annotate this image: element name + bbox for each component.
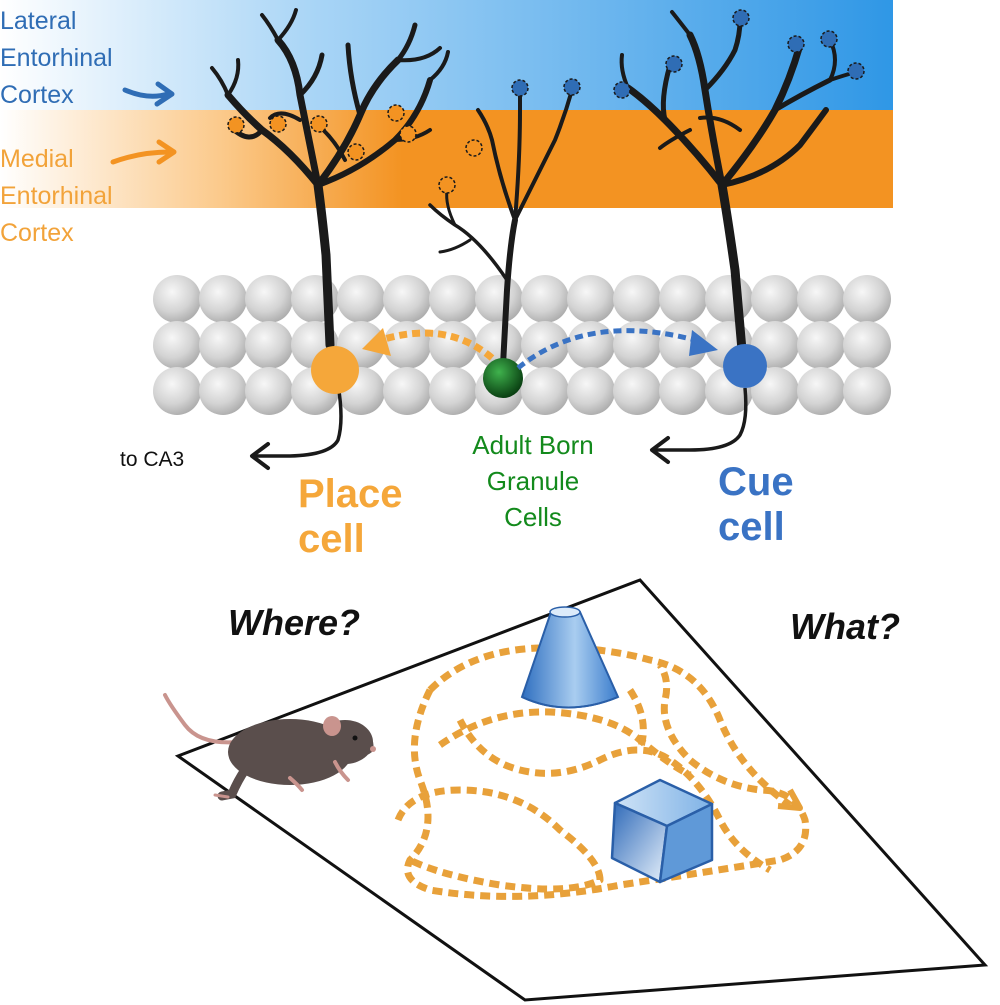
cue-cell-axon (655, 387, 748, 452)
abgc-to-cue-arrow (516, 328, 718, 370)
mouse-icon (163, 693, 376, 801)
what-question: What? (790, 606, 900, 647)
place-cell-dendrites (210, 8, 450, 350)
place-cell-label-line2: cell (298, 517, 365, 561)
abgc-label: Adult Born Granule Cells (445, 427, 621, 535)
cue-cell-label: Cue cell (718, 460, 794, 550)
to-ca3-label: to CA3 (120, 448, 185, 471)
where-question: Where? (228, 602, 361, 643)
to-ca3-arrowhead-icon (250, 442, 270, 470)
lec-label-line1: Lateral (0, 7, 77, 35)
abgc-spines (438, 78, 581, 194)
place-cell-spines (227, 104, 417, 161)
abgc-label-line3: Cells (504, 502, 562, 532)
abgc-label-line2: Granule (486, 466, 580, 496)
cue-cell-label-line1: Cue (718, 460, 794, 504)
place-cell-soma (311, 346, 359, 394)
place-cell-label: Place cell (298, 472, 403, 562)
lec-label-line3: Cortex (0, 81, 74, 109)
cue-cell-dendrites (619, 10, 858, 355)
mouse-trajectory-path (394, 644, 810, 900)
cue-cell-spines (613, 9, 865, 99)
cue-cell-soma (723, 344, 767, 388)
abgc-label-line1: Adult Born (472, 430, 594, 460)
lec-arrow-icon (122, 81, 175, 107)
granule-cell-layer (153, 275, 891, 415)
cone-object-icon (520, 606, 620, 709)
lec-label-line2: Entorhinal (0, 44, 113, 72)
abgc-to-place-arrow (362, 328, 495, 361)
abgc-dendrites (428, 88, 574, 368)
cue-arrowhead-icon (650, 436, 670, 464)
place-cell-label-line1: Place (298, 472, 403, 516)
mec-label-line3: Cortex (0, 219, 74, 247)
cue-cell-label-line2: cell (718, 505, 785, 549)
cube-object-icon (610, 778, 714, 884)
lec-label: Lateral Entorhinal Cortex (0, 3, 113, 114)
abgc-soma (483, 358, 523, 398)
mec-label-line2: Entorhinal (0, 182, 113, 210)
arena-floor (174, 578, 989, 1002)
mec-label-line1: Medial (0, 145, 74, 173)
mec-arrow-icon (110, 139, 177, 165)
mec-label: Medial Entorhinal Cortex (0, 141, 113, 252)
place-cell-axon (255, 384, 343, 458)
